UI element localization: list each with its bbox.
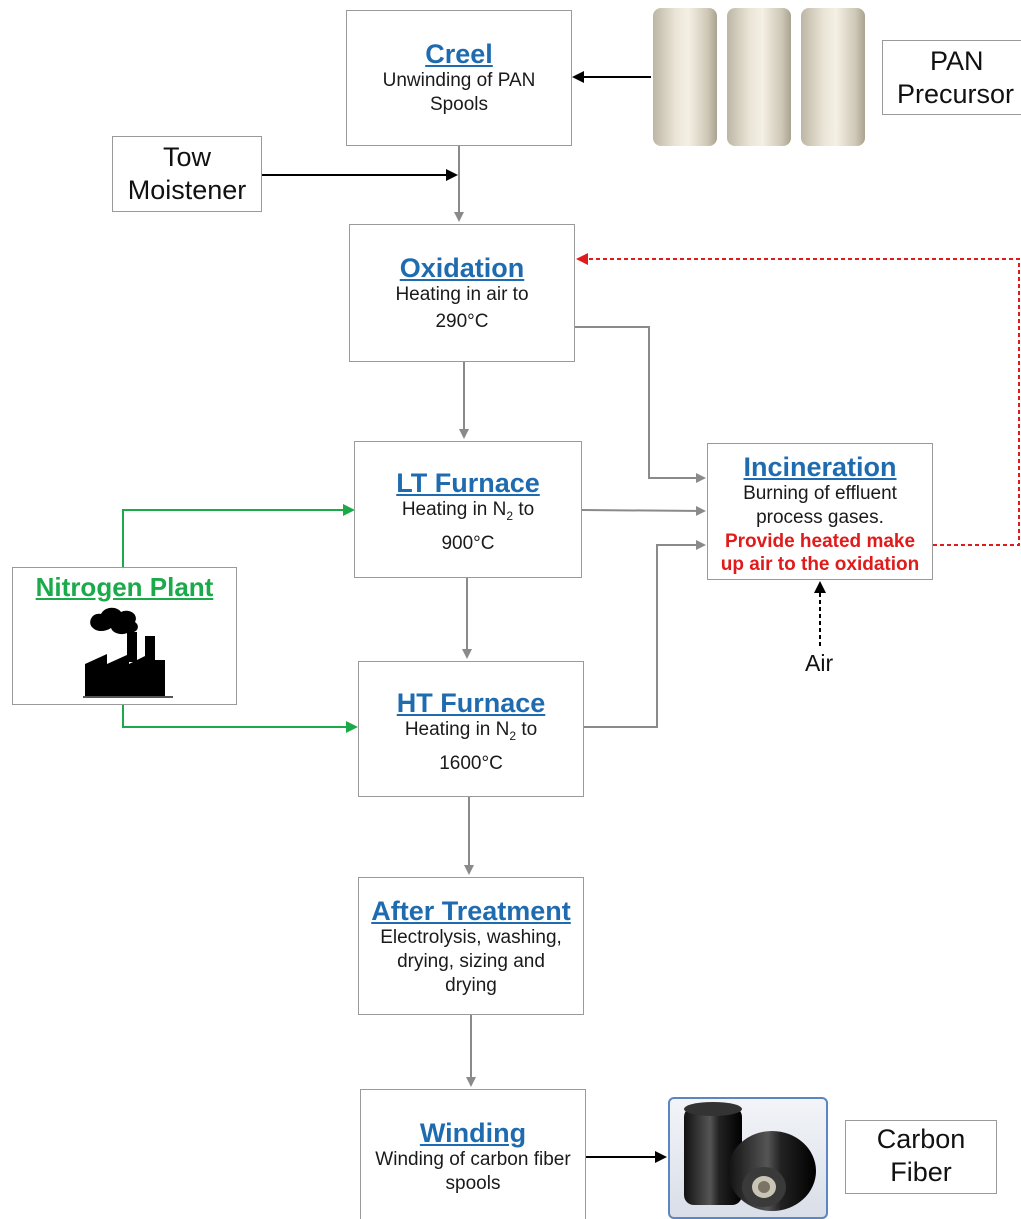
after-treatment-title[interactable]: After Treatment [371,896,571,926]
carbon-fiber-line-2: Fiber [890,1157,952,1187]
after-treatment-desc-1: Electrolysis, washing, [380,927,562,948]
nitrogen-plant-title[interactable]: Nitrogen Plant [35,572,214,602]
lt-furnace-title[interactable]: LT Furnace [396,468,540,498]
carbon-fiber-spools-image [668,1097,828,1219]
pan-spool-image-2 [727,8,791,146]
lt-furnace-desc-1: Heating in N2 to [355,498,581,528]
incineration-box: Incineration Burning of effluent process… [707,443,933,580]
pan-spool-image-3 [801,8,865,146]
factory-icon [83,607,173,698]
pan-spool-image-1 [653,8,717,146]
lt-furnace-desc-1sub: 2 [506,508,514,523]
lt-furnace-desc-1a: Heating in N [401,499,507,520]
ht-furnace-desc-1sub: 2 [509,728,517,743]
creel-desc-2: Spools [429,94,489,115]
incineration-note-2: up air to the oxidation [720,554,920,575]
creel-box: Creel Unwinding of PAN Spools [346,10,572,146]
tow-moistener-box: Tow Moistener [112,136,262,212]
winding-box: Winding Winding of carbon fiber spools [360,1089,586,1219]
arrow-oxidation-to-incineration [575,326,706,483]
creel-desc-1: Unwinding of PAN [382,70,536,91]
oxidation-desc-2: 290°C [435,311,489,332]
ht-furnace-desc-1b: to [516,719,538,740]
creel-title[interactable]: Creel [425,39,493,69]
pan-precursor-box: PAN Precursor [882,40,1021,115]
arrow-nitrogen-to-ht [122,705,358,733]
pan-precursor-line-2: Precursor [897,79,1015,109]
after-treatment-box: After Treatment Electrolysis, washing, d… [358,877,584,1015]
lt-furnace-desc-1b: to [513,499,535,520]
arrow-lt-to-incineration [581,505,706,516]
ht-furnace-desc-1: Heating in N2 to [359,718,583,748]
nitrogen-plant-box: Nitrogen Plant [12,567,237,705]
tow-moistener-line-2: Moistener [127,175,247,205]
incineration-desc-2: process gases. [756,507,884,528]
carbon-fiber-box: Carbon Fiber [845,1120,997,1194]
carbon-fiber-line-1: Carbon [876,1124,966,1154]
tow-moistener-line-1: Tow [162,142,211,172]
oxidation-title[interactable]: Oxidation [399,253,525,283]
incineration-desc-1: Burning of effluent [743,483,897,504]
winding-desc-2: spools [445,1173,501,1194]
after-treatment-desc-3: drying [445,975,497,996]
incineration-note-1: Provide heated make [724,531,916,552]
lt-furnace-box: LT Furnace Heating in N2 to 900°C [354,441,582,578]
ht-furnace-box: HT Furnace Heating in N2 to 1600°C [358,661,584,797]
lt-furnace-desc-2: 900°C [441,532,495,554]
air-label: Air [805,650,834,676]
arrow-nitrogen-to-lt [122,504,355,567]
ht-furnace-title[interactable]: HT Furnace [396,688,546,718]
oxidation-box: Oxidation Heating in air to 290°C [349,224,575,362]
carbon-spool-icon [684,1102,816,1211]
after-treatment-desc-2: drying, sizing and [397,951,545,972]
arrow-ht-to-incineration [584,540,706,728]
ht-furnace-desc-2: 1600°C [439,752,503,774]
winding-title[interactable]: Winding [419,1118,527,1148]
ht-furnace-desc-1a: Heating in N [404,719,510,740]
pan-precursor-line-1: PAN [930,46,984,76]
arrow-heated-air-to-oxidation [576,253,1020,546]
incineration-title[interactable]: Incineration [743,452,897,482]
oxidation-desc-1: Heating in air to [395,284,529,305]
winding-desc-1: Winding of carbon fiber [375,1149,571,1170]
